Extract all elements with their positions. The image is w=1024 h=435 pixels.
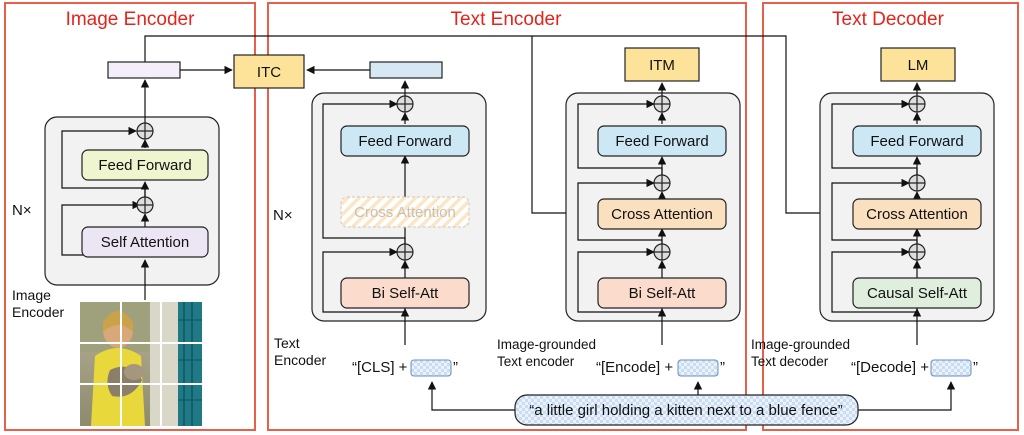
decode-close-quote: ” <box>973 359 978 376</box>
text-encoder-label-line2: Encoder <box>274 352 326 368</box>
ig-text-encoder-label-line1: Image-grounded <box>497 337 596 352</box>
image-encoder-label-line2: Encoder <box>12 304 64 320</box>
feed-forward-label-image: Feed Forward <box>98 157 191 174</box>
cls-close-quote: ” <box>453 359 458 376</box>
feed-forward-label-text-1: Feed Forward <box>358 133 451 150</box>
self-attention-label: Self Attention <box>101 234 189 251</box>
ig-text-decoder-label-line1: Image-grounded <box>751 337 850 352</box>
bi-self-att-label-2: Bi Self-Att <box>629 285 697 302</box>
encode-token-label: “[Encode] + <box>596 359 673 376</box>
repeat-label-image: N× <box>12 202 32 219</box>
feed-forward-label-text-3: Feed Forward <box>870 133 963 150</box>
cross-attention-block-disabled <box>340 196 470 228</box>
feed-forward-block-text-1 <box>340 125 470 157</box>
text-decoder-stack: Causal Self-Att Cross Attention Feed For… <box>819 82 995 345</box>
self-attention-block <box>81 226 209 258</box>
itc-head <box>233 54 305 89</box>
cls-input: “[CLS] + ” <box>352 359 458 377</box>
image-encoder-label-line1: Image <box>12 287 51 303</box>
decode-token-label: “[Decode] + <box>851 359 929 376</box>
caption-routing <box>427 381 956 411</box>
ig-text-decoder-label-line2: Text decoder <box>751 354 829 369</box>
cross-attention-label-disabled: Cross Attention <box>354 204 456 221</box>
repeat-label-text: N× <box>273 207 293 224</box>
causal-self-att-block <box>852 277 982 309</box>
lm-head <box>880 47 956 82</box>
feed-forward-block-image <box>81 149 209 181</box>
lm-label: LM <box>908 57 929 74</box>
cross-attention-block-2 <box>852 198 982 230</box>
itm-label: ITM <box>649 57 675 74</box>
image-encoder-title: Image Encoder <box>66 9 196 30</box>
image-encoder-section: Image Encoder <box>4 2 256 431</box>
text-decoder-section: Text Decoder <box>762 2 1019 431</box>
bi-self-att-block-2 <box>597 277 727 309</box>
bi-self-att-block-1 <box>340 277 470 309</box>
feed-forward-label-text-2: Feed Forward <box>615 133 708 150</box>
text-encoder-stack: Bi Self-Att Cross Attention Feed Forward… <box>273 80 487 345</box>
causal-self-att-label: Causal Self-Att <box>867 285 968 302</box>
bi-self-att-label-1: Bi Self-Att <box>372 285 440 302</box>
encode-close-quote: ” <box>720 359 725 376</box>
text-embedding-vector <box>369 61 443 79</box>
input-photo <box>80 302 202 426</box>
itm-head <box>624 47 700 82</box>
feed-forward-block-text-2 <box>597 125 727 157</box>
caption-text: “a little girl holding a kitten next to … <box>529 402 843 419</box>
image-embedding-vector <box>107 61 181 79</box>
cross-attention-block-1 <box>597 198 727 230</box>
itc-label: ITC <box>257 64 281 81</box>
text-encoder-section: Text Encoder <box>267 2 747 431</box>
cross-attention-label-1: Cross Attention <box>611 206 713 223</box>
text-encoder-label-line1: Text <box>274 335 300 351</box>
decode-input: “[Decode] + ” <box>851 359 978 377</box>
ig-text-encoder-label-line2: Text encoder <box>497 354 575 369</box>
caption-box <box>514 394 859 426</box>
text-decoder-title: Text Decoder <box>832 9 945 30</box>
cls-token-label: “[CLS] + <box>352 359 408 376</box>
encode-input: “[Encode] + ” <box>596 359 725 377</box>
feed-forward-block-text-3 <box>852 125 982 157</box>
text-encoder-title: Text Encoder <box>451 9 563 30</box>
cross-attention-label-2: Cross Attention <box>866 206 968 223</box>
image-encoder-stack: Self Attention Feed Forward N× <box>12 79 220 300</box>
image-grounded-text-encoder-stack: Bi Self-Att Cross Attention Feed Forward <box>565 82 741 345</box>
